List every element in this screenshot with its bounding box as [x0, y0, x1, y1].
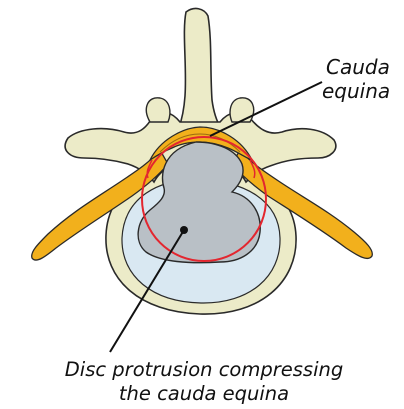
cauda-leader-line — [210, 82, 322, 136]
left-facet — [146, 98, 170, 122]
disc-label-line1: Disc protrusion compressing — [65, 358, 343, 381]
spinous-process — [178, 9, 222, 130]
disc-leader-dot — [180, 226, 188, 234]
cauda-label-line2: equina — [322, 79, 390, 103]
cauda-label-line1: Cauda — [326, 55, 390, 79]
disc-label-line2: the cauda equina — [119, 382, 289, 405]
right-facet — [230, 98, 254, 122]
